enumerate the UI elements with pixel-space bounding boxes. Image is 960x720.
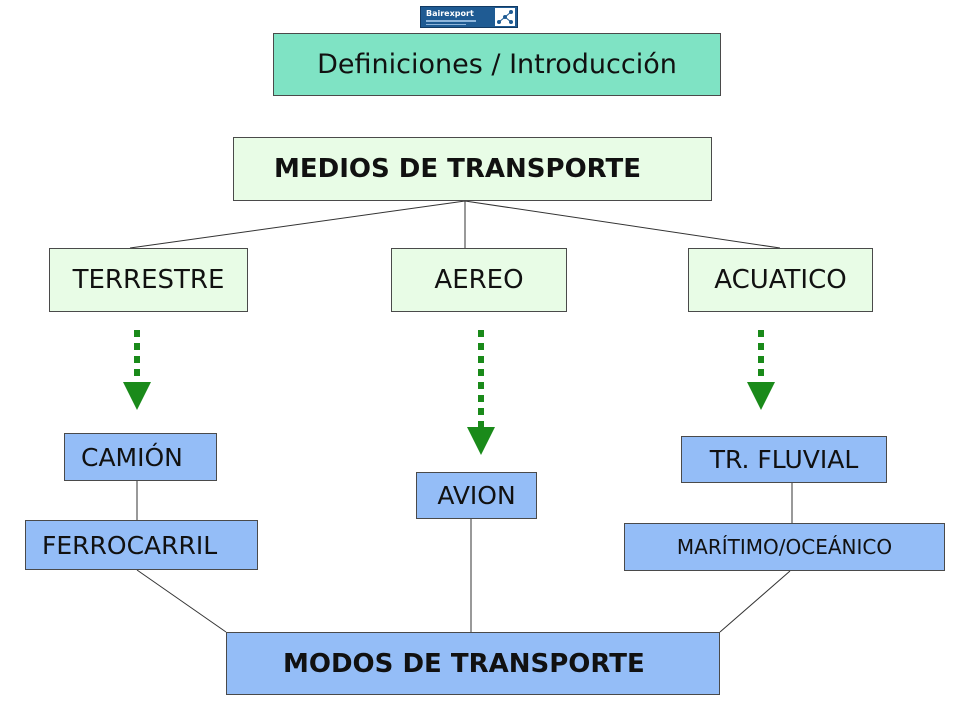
connector-maritimo-bottom — [719, 570, 791, 633]
node-maritimo-oceanico-label: MARÍTIMO/OCEÁNICO — [676, 535, 893, 559]
node-modos-de-transporte-label: MODOS DE TRANSPORTE — [283, 648, 645, 679]
node-aereo-label: AEREO — [434, 265, 524, 295]
node-camion: CAMIÓN — [64, 433, 217, 481]
node-modos-de-transporte: MODOS DE TRANSPORTE — [226, 632, 720, 695]
node-tr-fluvial-label: TR. FLUVIAL — [709, 445, 859, 474]
connector-root-acuatico — [464, 200, 781, 249]
node-ferrocarril: FERROCARRIL — [25, 520, 258, 570]
node-medios-de-transporte-label: MEDIOS DE TRANSPORTE — [274, 154, 642, 184]
logo-text: Bairexport — [426, 9, 474, 18]
page-title: Definiciones / Introducción — [273, 33, 721, 96]
node-avion-label: AVION — [437, 481, 516, 510]
arrow-terrestre — [123, 330, 151, 410]
node-maritimo-oceanico: MARÍTIMO/OCEÁNICO — [624, 523, 945, 571]
arrow-acuatico — [747, 330, 775, 410]
node-ferrocarril-label: FERROCARRIL — [42, 530, 218, 560]
node-medios-de-transporte: MEDIOS DE TRANSPORTE — [233, 137, 712, 201]
arrow-aereo — [467, 330, 495, 455]
bairexport-logo: Bairexport — [420, 6, 518, 28]
node-terrestre-label: TERRESTRE — [72, 265, 225, 295]
page-title-text: Definiciones / Introducción — [317, 49, 677, 80]
node-aereo: AEREO — [391, 248, 567, 312]
connector-ferrocarril-bottom — [136, 569, 227, 633]
node-acuatico: ACUATICO — [688, 248, 873, 312]
node-avion: AVION — [416, 472, 537, 519]
node-terrestre: TERRESTRE — [49, 248, 248, 312]
logo-mark-icon — [495, 8, 515, 26]
node-acuatico-label: ACUATICO — [714, 265, 847, 295]
node-camion-label: CAMIÓN — [81, 442, 183, 472]
node-tr-fluvial: TR. FLUVIAL — [681, 436, 887, 483]
connector-root-terrestre — [129, 200, 466, 249]
